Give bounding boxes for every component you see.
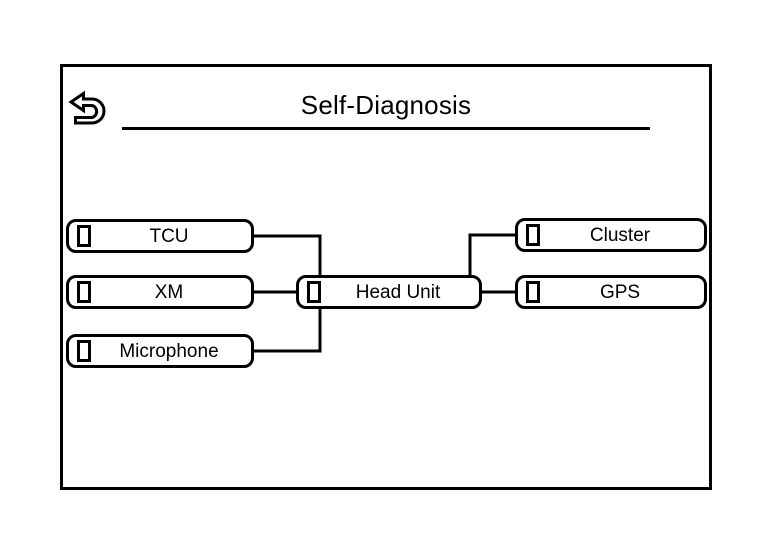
module-node-gps[interactable]: GPS xyxy=(515,275,707,309)
back-arrow-icon xyxy=(68,90,106,125)
status-led-icon xyxy=(77,281,91,303)
module-label: TCU xyxy=(149,225,189,247)
module-label: Microphone xyxy=(119,340,219,362)
module-node-head-unit[interactable]: Head Unit xyxy=(296,275,482,309)
status-led-icon xyxy=(77,225,91,247)
module-label: XM xyxy=(154,281,184,303)
module-node-microphone[interactable]: Microphone xyxy=(66,334,254,368)
module-node-xm[interactable]: XM xyxy=(66,275,254,309)
status-led-icon xyxy=(77,340,91,362)
page-title: Self-Diagnosis xyxy=(300,90,472,120)
module-label: Head Unit xyxy=(355,281,441,303)
module-node-cluster[interactable]: Cluster xyxy=(515,218,707,252)
title-divider xyxy=(122,127,650,130)
module-label: Cluster xyxy=(589,224,651,246)
status-led-icon xyxy=(526,224,540,246)
back-button[interactable] xyxy=(66,88,110,130)
module-node-tcu[interactable]: TCU xyxy=(66,219,254,253)
module-label: GPS xyxy=(599,281,641,303)
status-led-icon xyxy=(307,281,321,303)
status-led-icon xyxy=(526,281,540,303)
